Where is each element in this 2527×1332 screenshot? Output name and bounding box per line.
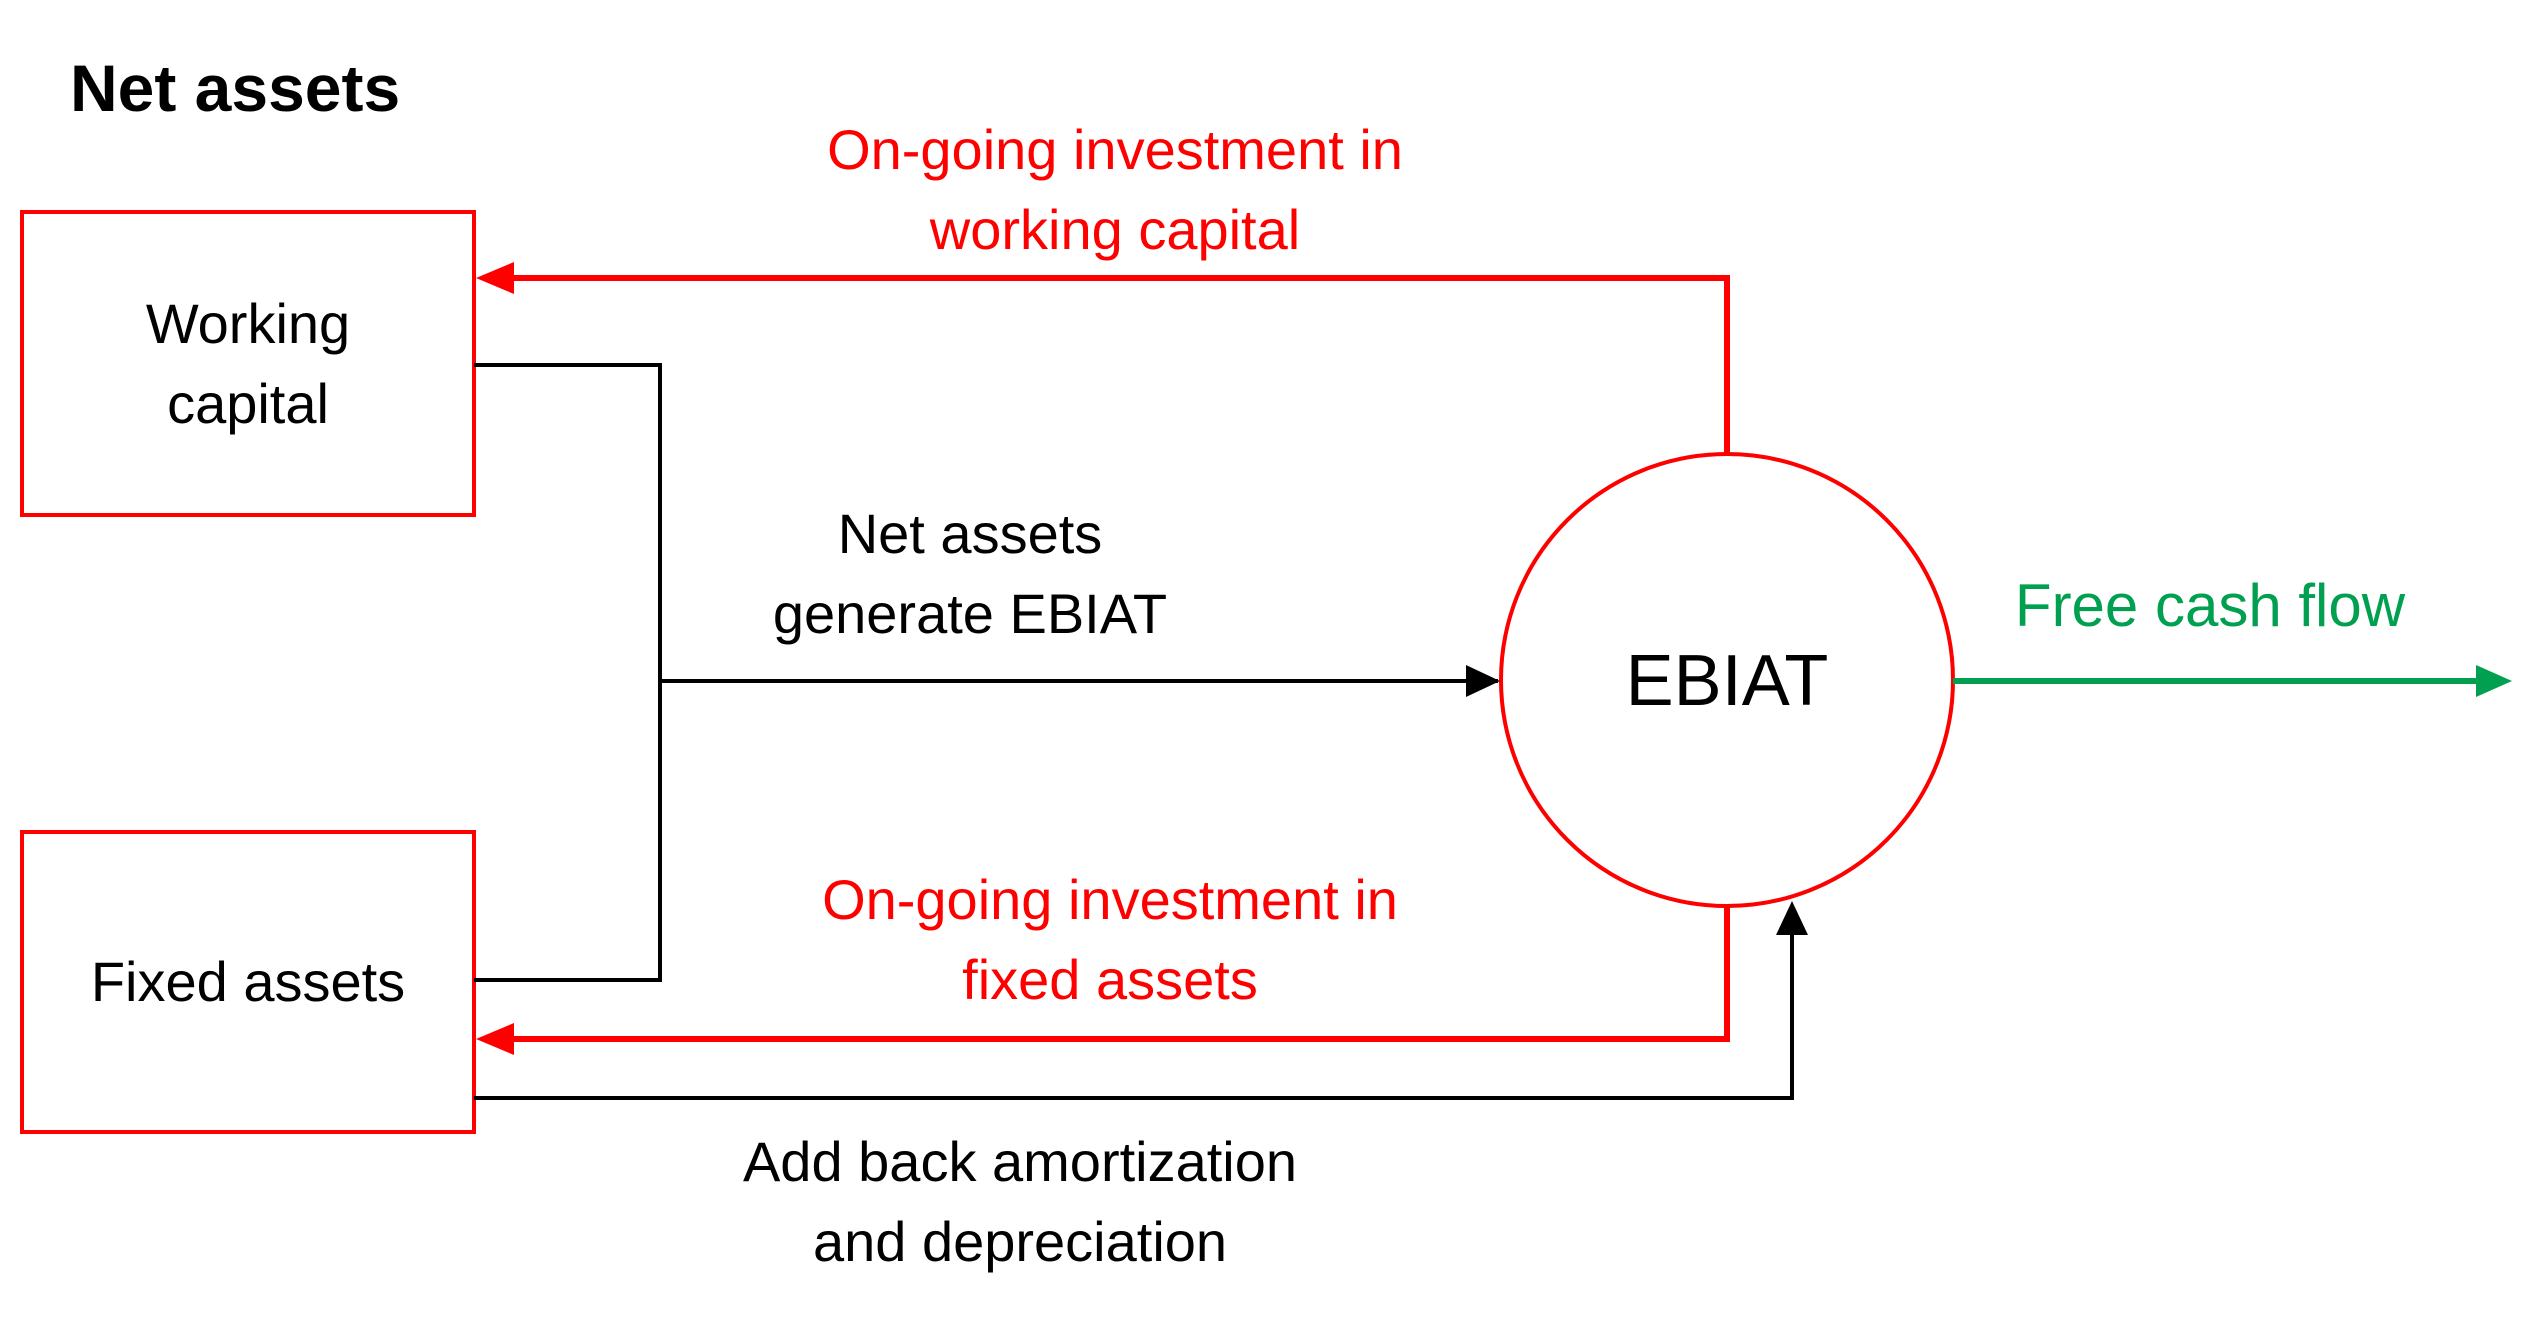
invest-wc-connector: [510, 275, 1730, 454]
diagram-title: Net assets: [70, 51, 401, 125]
free-cash-flow-arrowhead: [2476, 665, 2512, 697]
working-capital-label: Working capital: [22, 284, 474, 444]
add-back-line2: and depreciation: [812, 1210, 1228, 1273]
free-cash-flow-label: Free cash flow: [1960, 566, 2460, 646]
fixed-assets-text: Fixed assets: [90, 950, 406, 1013]
ebiat-label: EBIAT: [1527, 636, 1927, 726]
add-back-arrowhead: [1776, 901, 1808, 935]
working-capital-line1: Working: [145, 292, 351, 355]
ebiat-text: EBIAT: [1625, 641, 1829, 721]
invest-fa-arrowhead: [476, 1023, 514, 1055]
add-back-label: Add back amortization and depreciation: [680, 1122, 1360, 1282]
invest-fa-label: On-going investment in fixed assets: [745, 860, 1475, 1020]
invest-wc-arrowhead: [476, 262, 514, 294]
invest-wc-label: On-going investment in working capital: [750, 110, 1480, 270]
generate-label: Net assets generate EBIAT: [670, 494, 1270, 654]
generate-line1: Net assets: [837, 502, 1103, 565]
invest-wc-line2: working capital: [929, 198, 1301, 261]
generate-line2: generate EBIAT: [772, 582, 1168, 645]
invest-fa-line2: fixed assets: [962, 948, 1258, 1011]
invest-fa-connector: [510, 906, 1730, 1042]
add-back-connector: [474, 935, 1794, 1100]
invest-fa-line1: On-going investment in: [822, 868, 1398, 931]
free-cash-flow-text: Free cash flow: [2014, 572, 2406, 639]
generate-connector: [474, 363, 662, 982]
fixed-assets-label: Fixed assets: [22, 942, 474, 1022]
invest-wc-line1: On-going investment in: [827, 118, 1403, 181]
working-capital-line2: capital: [167, 372, 329, 435]
add-back-line1: Add back amortization: [742, 1130, 1298, 1193]
generate-arrowhead: [1466, 665, 1500, 697]
